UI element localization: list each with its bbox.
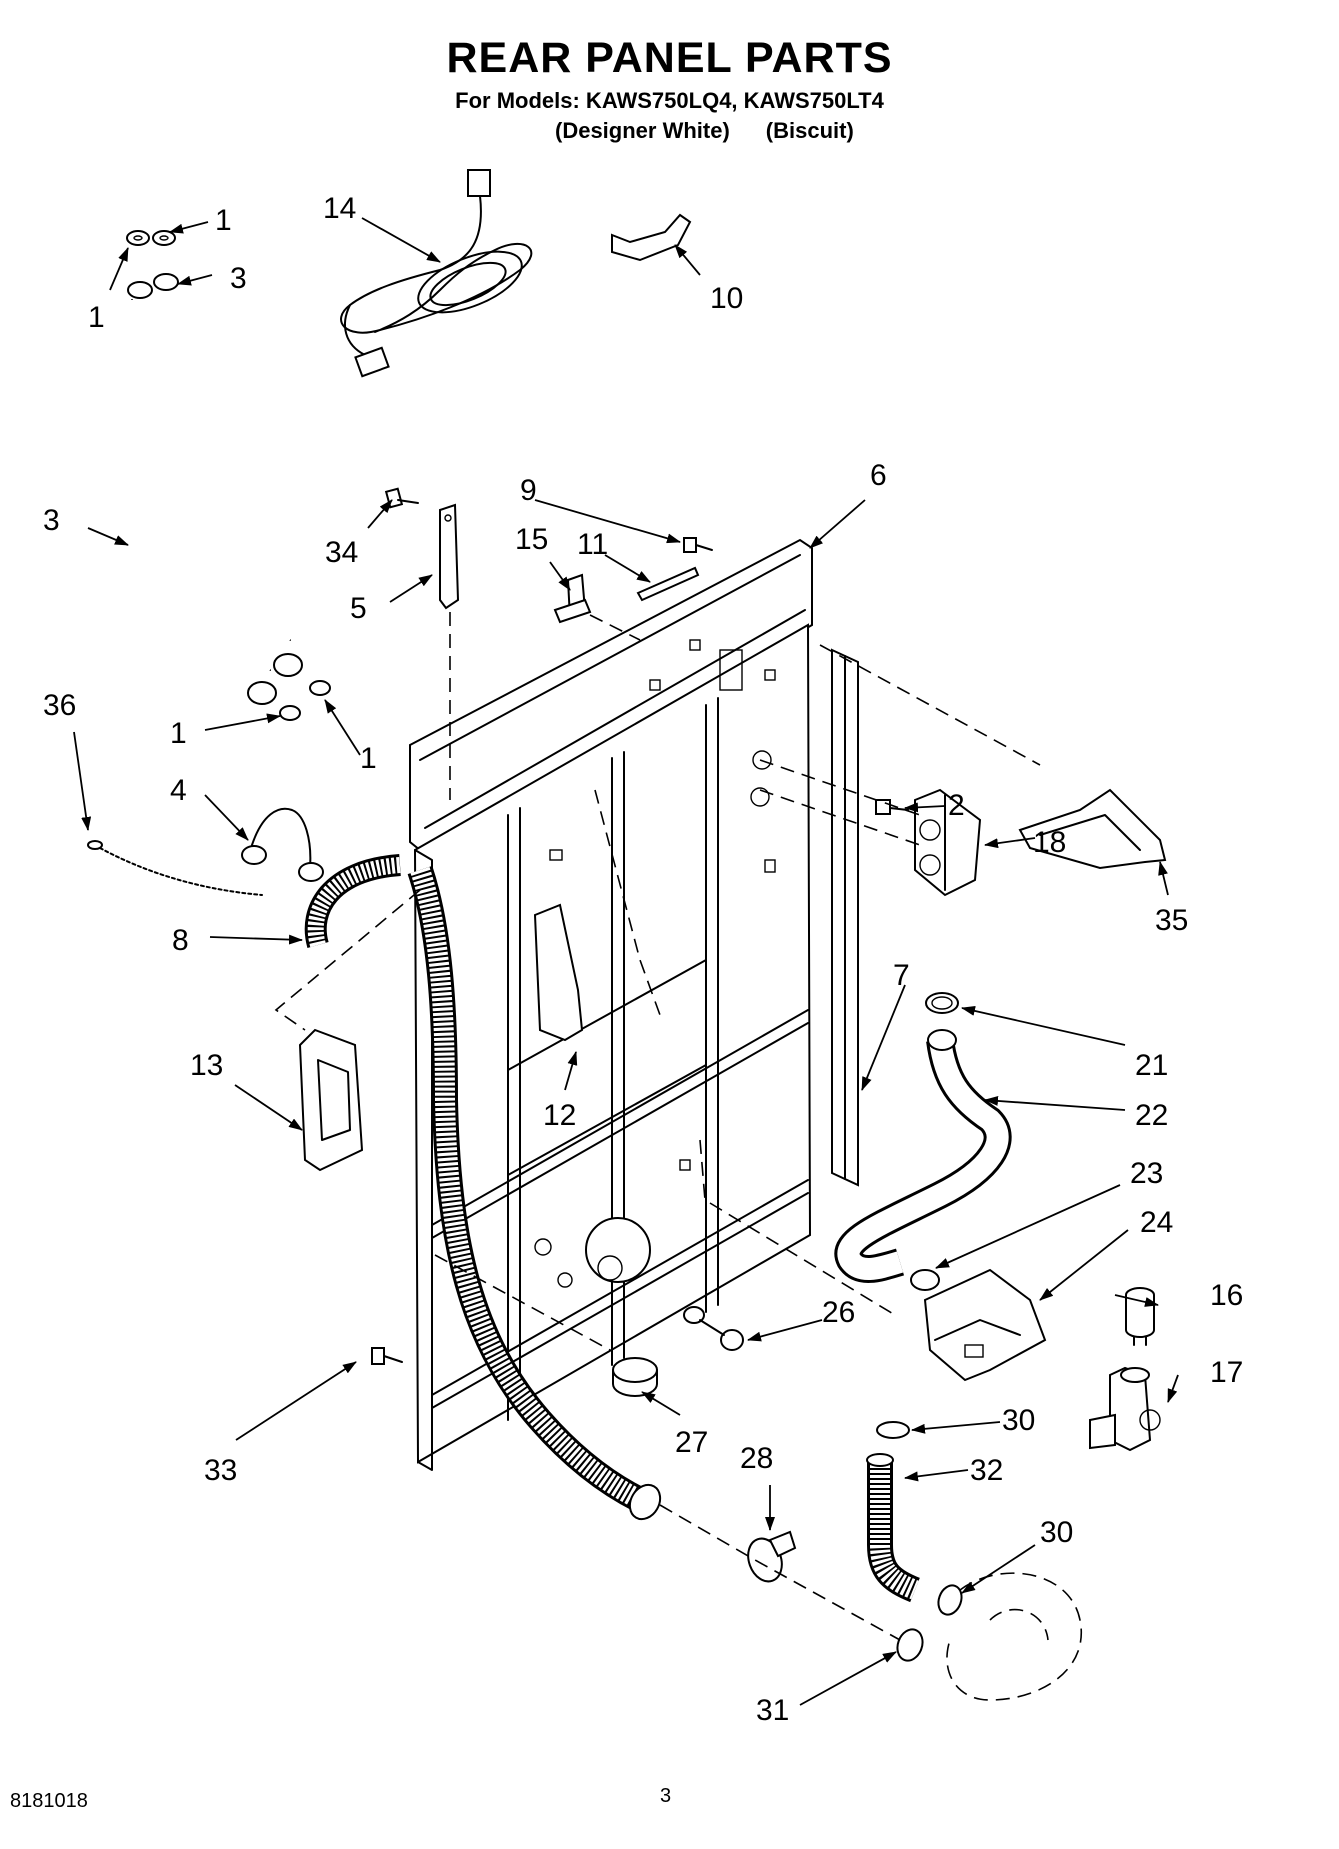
callout-23: 23 (1130, 1157, 1163, 1190)
hose-clamp-28 (747, 1530, 797, 1583)
tie-strap-36 (87, 840, 263, 896)
hose-clamp-27 (612, 1357, 658, 1397)
callout-33: 33 (204, 1454, 237, 1487)
hose-clamp-23 (910, 1269, 940, 1291)
callout-13: 13 (190, 1049, 223, 1082)
callout-7: 7 (893, 959, 910, 992)
cover-13 (298, 1028, 364, 1172)
drain-hose-32 (866, 1453, 921, 1603)
callout-31: 31 (756, 1694, 789, 1727)
callout-4: 4 (170, 774, 187, 807)
inlet-hoses (127, 273, 303, 705)
water-valve-18 (914, 788, 982, 897)
callout-30: 30 (1002, 1404, 1035, 1437)
callout-leaders (73, 217, 1179, 1706)
screw-2 (875, 799, 909, 815)
bar-11 (636, 566, 700, 602)
callout-labels: 1 1 3 3 14 10 34 5 9 15 11 6 1 1 36 4 2 … (43, 192, 1243, 1727)
drain-pump-17 (1089, 1366, 1161, 1452)
callout-1: 1 (170, 717, 187, 750)
inlet-washers-top (126, 230, 176, 246)
callout-18: 18 (1033, 826, 1066, 859)
callout-32: 32 (970, 1454, 1003, 1487)
bracket-10 (611, 213, 692, 262)
pump-hose-22 (834, 1029, 1012, 1283)
inlet-washers-bottom (279, 680, 331, 721)
hose-clamp-30-bottom (937, 1584, 963, 1616)
callout-16: 16 (1210, 1279, 1243, 1312)
hose-clamp-21 (925, 992, 959, 1014)
document-number: 8181018 (10, 1790, 88, 1812)
callout-1: 1 (215, 204, 232, 237)
callout-10: 10 (710, 282, 743, 315)
side-channel (831, 648, 859, 1187)
callout-12: 12 (543, 1099, 576, 1132)
callout-6: 6 (870, 459, 887, 492)
callout-8: 8 (172, 924, 189, 957)
callout-26: 26 (822, 1296, 855, 1329)
variant-biscuit: (Biscuit) (765, 118, 854, 143)
callout-21: 21 (1135, 1049, 1168, 1082)
screw-33 (371, 1347, 403, 1365)
callout-28: 28 (740, 1442, 773, 1475)
clip-15 (553, 573, 592, 624)
hose-clamp-31 (896, 1628, 924, 1662)
callout-14: 14 (323, 192, 356, 225)
hose-clamp-30-top (876, 1421, 910, 1439)
callout-9: 9 (520, 474, 537, 507)
variant-designer-white: (Designer White) (555, 118, 730, 143)
model-variants: (Designer White) (Biscuit) (555, 118, 854, 144)
capacitor-16 (1125, 1287, 1155, 1346)
bracket-12 (533, 903, 584, 1042)
drain-hose-short (304, 854, 402, 949)
callout-1: 1 (360, 742, 377, 775)
callout-27: 27 (675, 1426, 708, 1459)
callout-3: 3 (43, 504, 60, 537)
tub-outlet-ghost (946, 1572, 1083, 1701)
callout-2: 2 (948, 789, 965, 822)
plug-26 (683, 1306, 744, 1351)
callout-17: 17 (1210, 1356, 1243, 1389)
callout-5: 5 (350, 592, 367, 625)
callout-3: 3 (230, 262, 247, 295)
page-title: REAR PANEL PARTS (446, 34, 893, 82)
drain-hose-long (407, 865, 662, 1521)
callout-1: 1 (88, 301, 105, 334)
callout-22: 22 (1135, 1099, 1168, 1132)
callout-36: 36 (43, 689, 76, 722)
callout-15: 15 (515, 523, 548, 556)
callout-30: 30 (1040, 1516, 1073, 1549)
rear-panel (409, 538, 813, 1471)
callout-34: 34 (325, 536, 358, 569)
strap-5 (439, 503, 460, 610)
wire-harness-4 (241, 807, 324, 882)
callout-11: 11 (577, 528, 608, 561)
page-number: 3 (660, 1785, 672, 1807)
models-line: For Models: KAWS750LQ4, KAWS750LT4 (455, 88, 884, 113)
pump-bracket-24 (923, 1268, 1047, 1382)
power-cord (340, 169, 533, 378)
bracket-35 (1018, 788, 1167, 870)
callout-24: 24 (1140, 1206, 1173, 1239)
screw-34 (384, 487, 419, 509)
callout-35: 35 (1155, 904, 1188, 937)
screw-9 (683, 537, 713, 553)
alignment-lines (274, 612, 1041, 1641)
